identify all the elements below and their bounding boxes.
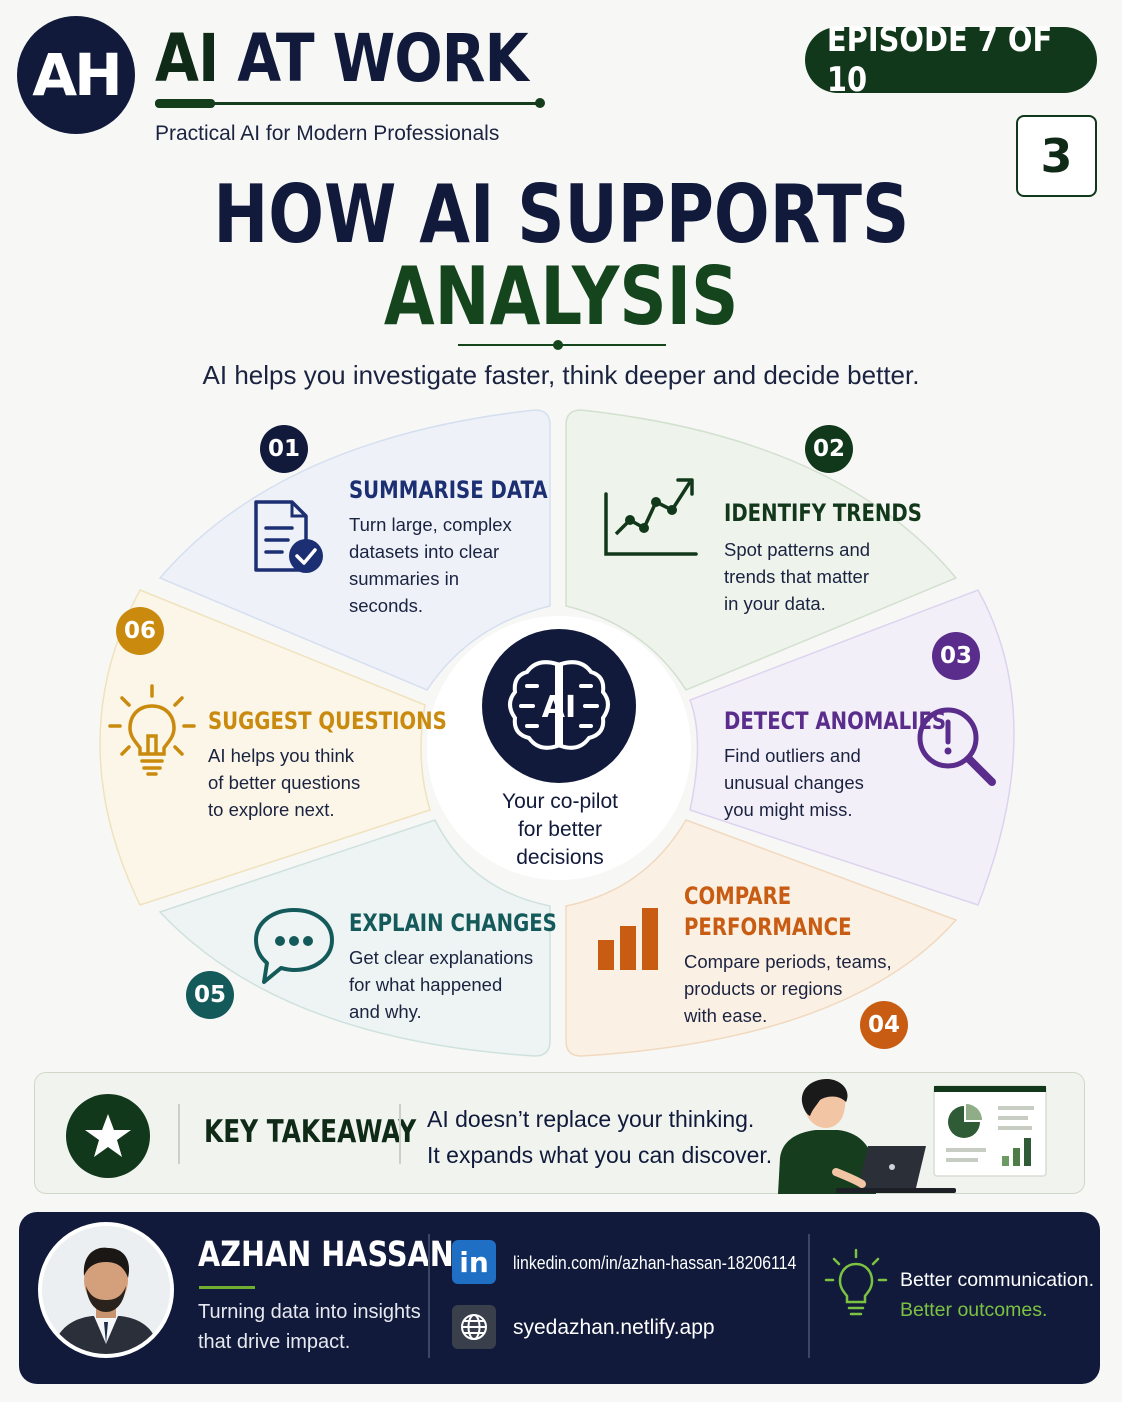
segment-01-body-line: summaries in	[349, 568, 459, 589]
footer-divider	[808, 1234, 810, 1358]
author-footer	[19, 1212, 1100, 1384]
segment-05-body-line: Get clear explanations	[349, 947, 534, 968]
closing-line2: Better outcomes.	[900, 1299, 1048, 1321]
brand-title-ai: AI	[155, 20, 219, 97]
brand-subtitle: Practical AI for Modern Professionals	[155, 122, 500, 145]
key-takeaway-text: AI doesn’t replace your thinking. It exp…	[427, 1101, 772, 1173]
center-caption-line1: Your co-pilot	[502, 790, 618, 813]
center-caption-line3: decisions	[516, 846, 604, 869]
lightbulb-icon	[108, 684, 196, 776]
page-title-line1: HOW AI SUPPORTS	[0, 168, 1122, 261]
segment-05-shape	[158, 819, 551, 1057]
segment-04-body: Compare periods, teams, products or regi…	[684, 948, 892, 1029]
author-name: AZHAN HASSAN	[198, 1235, 454, 1275]
segment-04-shape	[565, 819, 958, 1057]
title-divider	[458, 340, 666, 350]
page-number: 3	[1016, 115, 1097, 197]
takeaway-divider	[178, 1104, 180, 1164]
author-avatar	[38, 1222, 174, 1358]
globe-icon[interactable]	[452, 1305, 496, 1349]
linkedin-link[interactable]: linkedin.com/in/azhan-hassan-18206114	[513, 1253, 797, 1273]
segment-04-body-line: Compare periods, teams,	[684, 951, 892, 972]
lightbulb-icon	[824, 1248, 888, 1316]
segment-02-title: IDENTIFY TRENDS	[724, 499, 922, 527]
segment-06-badge: 06	[116, 607, 164, 655]
takeaway-divider	[399, 1104, 401, 1164]
closing-line1: Better communication.	[900, 1269, 1095, 1291]
author-tagline-line1: Turning data into insights	[198, 1301, 421, 1323]
page-title-line1-text: HOW AI SUPPORTS	[213, 168, 909, 261]
segment-06-body-line: AI helps you think	[208, 745, 355, 766]
ai-brain-icon: AI	[482, 629, 636, 783]
segment-01-shape	[158, 409, 551, 691]
segment-04-title-line2: PERFORMANCE	[684, 913, 852, 941]
episode-label: EPISODE 7 OF 10	[826, 20, 1053, 100]
chat-bubble-icon	[254, 908, 334, 984]
center-caption-line2: for better	[517, 818, 603, 841]
person-with-laptop-illustration	[778, 1078, 1047, 1194]
segment-03-badge: 03	[932, 632, 980, 680]
segment-01-body-line: Turn large, complex	[349, 514, 512, 535]
episode-badge: EPISODE 7 OF 10	[805, 20, 1097, 100]
segment-03-title: DETECT ANOMALIES	[724, 707, 947, 735]
star-icon	[66, 1094, 150, 1178]
segment-02-body-line: Spot patterns and	[724, 539, 871, 560]
key-takeaway-line1: AI doesn’t replace your thinking.	[427, 1106, 755, 1132]
segment-02-badge: 02	[805, 425, 853, 473]
page-title-line2: ANALYSIS	[0, 250, 1122, 343]
segment-02-body: Spot patterns and trends that matter in …	[724, 536, 870, 617]
segment-01-body-line: datasets into clear	[349, 541, 500, 562]
magnifier-alert-icon	[917, 707, 996, 786]
segment-04-badge: 04	[860, 1001, 908, 1049]
segment-05-badge: 05	[186, 971, 234, 1019]
segment-03-body-line: Find outliers and	[724, 745, 861, 766]
segment-03-body-line: you might miss.	[724, 799, 853, 820]
brand-title-at-work: AT WORK	[237, 20, 528, 97]
website-link[interactable]: syedazhan.netlify.app	[513, 1316, 715, 1339]
ai-brain-label: AI	[542, 690, 576, 725]
wheel-center-caption: Your co-pilot for better decisions	[480, 788, 640, 872]
trend-line-icon	[604, 478, 698, 556]
segment-04-title-line1: COMPARE	[684, 882, 792, 910]
segment-01-badge: 01	[260, 425, 308, 473]
segment-05-body-line: and why.	[349, 1001, 422, 1022]
segment-01-title: SUMMARISE DATA	[349, 476, 548, 504]
segment-06-shape	[99, 589, 431, 906]
segment-03-shape	[689, 589, 1015, 906]
segment-02-shape	[565, 409, 958, 691]
tagline: AI helps you investigate faster, think d…	[202, 360, 920, 390]
segment-01-body-line: seconds.	[349, 595, 424, 616]
segment-05-body-line: for what happened	[349, 974, 503, 995]
brand-logo: AH	[17, 16, 135, 134]
author-divider	[199, 1286, 255, 1289]
page-title-line2-text: ANALYSIS	[383, 250, 739, 343]
segment-05-title: EXPLAIN CHANGES	[349, 909, 557, 937]
bar-chart-icon	[598, 908, 658, 970]
segment-01-body: Turn large, complex datasets into clear …	[349, 511, 512, 619]
document-check-icon	[254, 500, 323, 573]
segment-05-body: Get clear explanations for what happened…	[349, 944, 533, 1025]
key-takeaway-line2: It expands what you can discover.	[427, 1142, 773, 1168]
segment-04-body-line: with ease.	[684, 1005, 768, 1026]
key-takeaway-label: KEY TAKEAWAY	[204, 1114, 417, 1150]
segment-03-body-line: unusual changes	[724, 772, 864, 793]
segment-06-body-line: of better questions	[208, 772, 361, 793]
author-tagline: Turning data into insights that drive im…	[198, 1297, 421, 1357]
segment-02-body-line: trends that matter	[724, 566, 869, 587]
linkedin-icon[interactable]: in	[452, 1240, 496, 1284]
brand-title: AI AT WORK	[155, 20, 529, 97]
segment-06-body: AI helps you think of better questions t…	[208, 742, 360, 823]
footer-divider	[428, 1234, 430, 1358]
author-tagline-line2: that drive impact.	[198, 1331, 351, 1353]
segment-03-body: Find outliers and unusual changes you mi…	[724, 742, 864, 823]
segment-02-body-line: in your data.	[724, 593, 826, 614]
segment-06-body-line: to explore next.	[208, 799, 335, 820]
brand-divider	[155, 98, 545, 108]
segment-04-body-line: products or regions	[684, 978, 843, 999]
segment-06-title: SUGGEST QUESTIONS	[208, 707, 447, 735]
